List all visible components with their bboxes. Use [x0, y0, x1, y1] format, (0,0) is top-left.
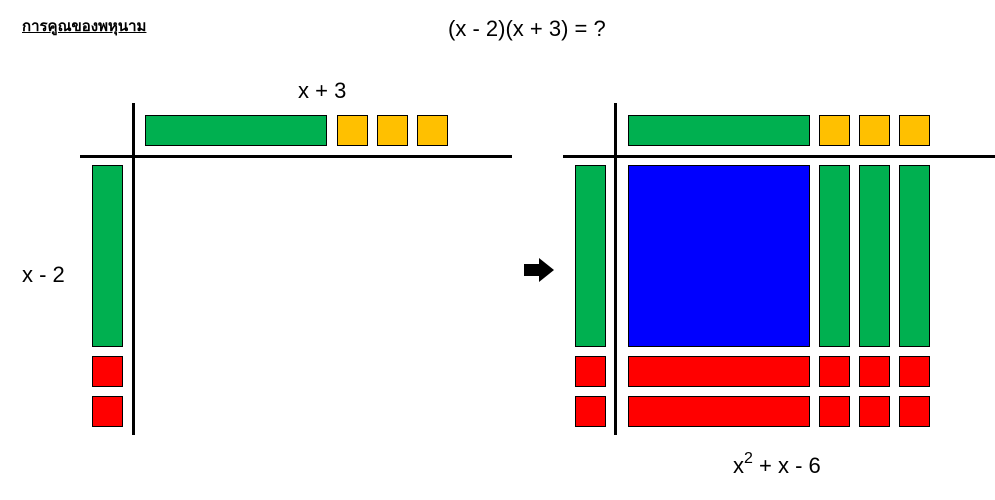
top-unit-tile — [417, 115, 448, 146]
side-x-tile — [575, 165, 606, 347]
product-x-tile — [819, 165, 850, 347]
product-negative-unit-tile — [819, 356, 850, 387]
top-unit-tile — [859, 115, 890, 146]
product-negative-unit-tile — [899, 396, 930, 427]
top-unit-tile — [377, 115, 408, 146]
top-x-tile — [628, 115, 810, 146]
result-rest: + x - 6 — [752, 453, 821, 478]
left-horizontal-axis — [80, 155, 512, 158]
right-horizontal-axis — [563, 155, 995, 158]
product-x-tile — [859, 165, 890, 347]
side-negative-unit-tile — [92, 396, 123, 427]
product-negative-unit-tile — [859, 356, 890, 387]
product-negative-x-tile — [628, 396, 810, 427]
side-negative-unit-tile — [575, 356, 606, 387]
product-negative-unit-tile — [899, 356, 930, 387]
page-title: การคูณของพหุนาม — [22, 18, 147, 35]
x-squared-tile — [628, 165, 810, 347]
product-x-tile — [899, 165, 930, 347]
top-unit-tile — [819, 115, 850, 146]
top-factor-label: x + 3 — [298, 78, 347, 103]
result-exponent: 2 — [744, 450, 753, 467]
product-negative-x-tile — [628, 356, 810, 387]
equation: (x - 2)(x + 3) = ? — [448, 16, 606, 41]
side-factor-label: x - 2 — [22, 262, 65, 287]
top-unit-tile — [899, 115, 930, 146]
product-negative-unit-tile — [859, 396, 890, 427]
result-expression: x2 + x - 6 — [733, 451, 821, 478]
product-negative-unit-tile — [819, 396, 850, 427]
top-x-tile — [145, 115, 327, 146]
left-vertical-axis — [132, 103, 135, 435]
side-negative-unit-tile — [575, 396, 606, 427]
top-unit-tile — [337, 115, 368, 146]
side-negative-unit-tile — [92, 356, 123, 387]
side-x-tile — [92, 165, 123, 347]
result-base: x — [733, 453, 744, 478]
right-arrow-icon — [524, 258, 554, 282]
right-vertical-axis — [614, 103, 617, 435]
